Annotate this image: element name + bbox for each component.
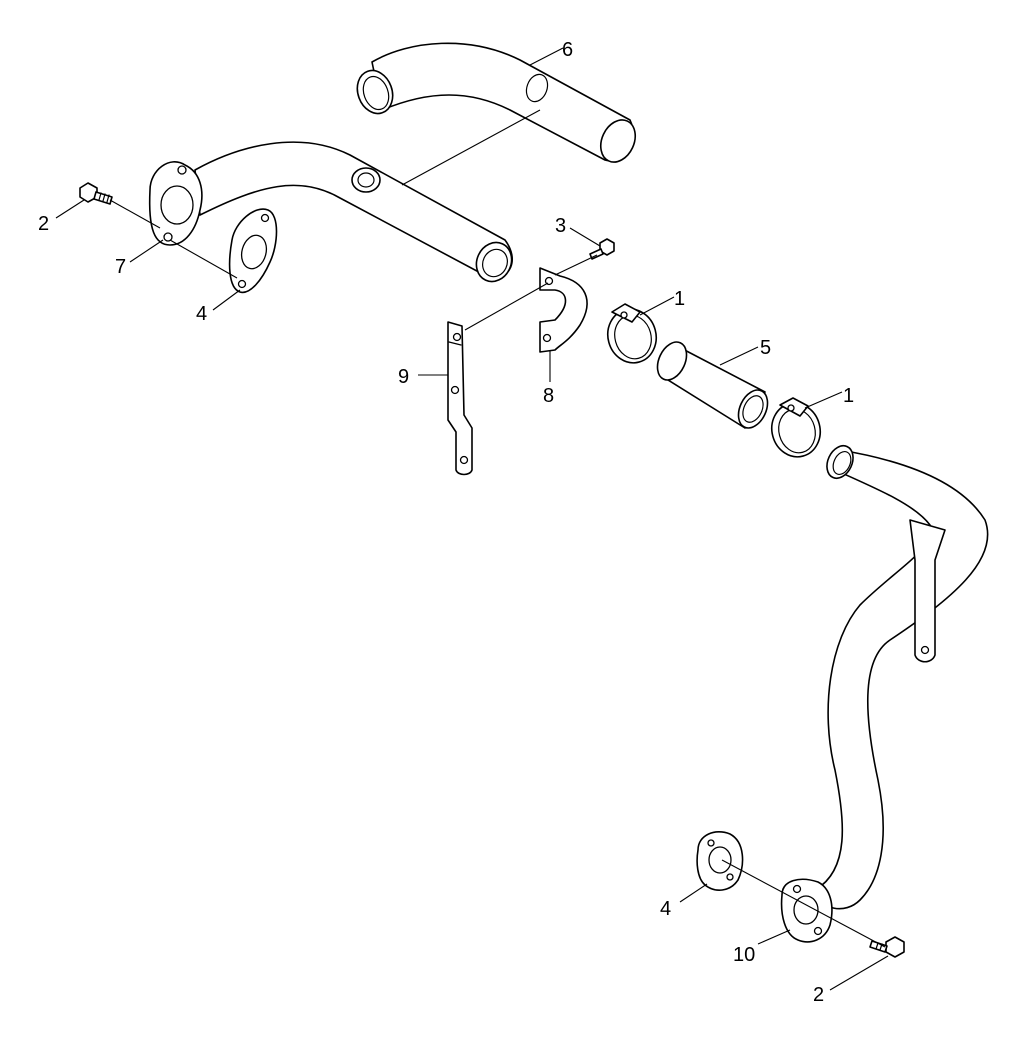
callout-1-right: 1 — [843, 385, 854, 407]
part-2-bolt-upper — [79, 182, 113, 205]
callout-1-left: 1 — [674, 288, 685, 310]
part-9-mounting-strap — [447, 321, 473, 476]
callout-4-upper: 4 — [196, 303, 207, 325]
part-4-gasket-upper — [228, 208, 278, 294]
part-5-straight-hose — [656, 341, 769, 429]
callout-3: 3 — [555, 215, 566, 237]
leader-lines — [55, 47, 889, 991]
callout-7: 7 — [115, 256, 126, 278]
part-2-bolt-lower — [869, 936, 905, 958]
callout-2-lower: 2 — [813, 984, 824, 1006]
callout-2-upper: 2 — [38, 213, 49, 235]
part-10-lower-pipe — [780, 444, 989, 943]
part-1-hose-clamp-right — [770, 397, 822, 458]
part-3-small-bolt — [589, 238, 615, 260]
part-8-bracket-clamp — [539, 267, 588, 353]
part-4-gasket-lower — [696, 831, 744, 891]
callout-6: 6 — [562, 39, 573, 61]
part-6-bent-hose — [356, 42, 637, 163]
callout-4-lower: 4 — [660, 898, 671, 920]
part-7-upper-pipe — [148, 141, 514, 283]
callout-labels: 6 2 7 4 3 1 5 1 9 8 4 10 2 — [38, 39, 854, 1006]
part-1-hose-clamp-left — [606, 303, 658, 364]
callout-8: 8 — [543, 385, 554, 407]
callout-5: 5 — [760, 337, 771, 359]
callout-10: 10 — [733, 944, 755, 966]
callout-9: 9 — [398, 366, 409, 388]
